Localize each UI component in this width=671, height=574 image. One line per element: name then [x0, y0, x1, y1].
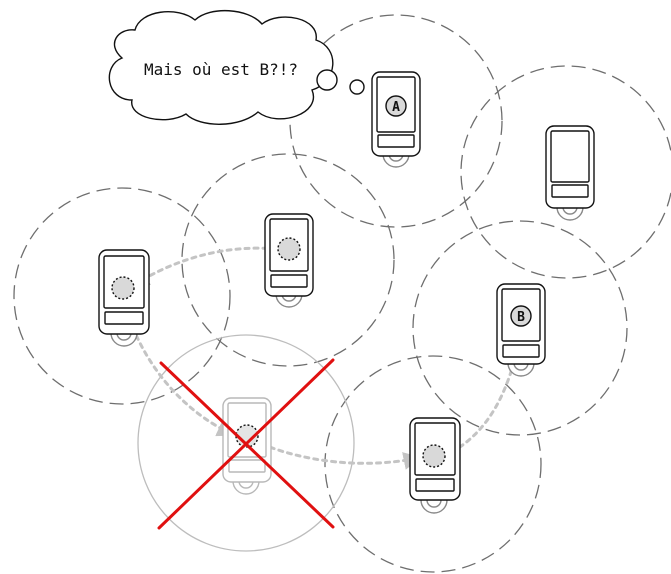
device-left-marker [112, 277, 134, 299]
device-bottom [410, 418, 460, 513]
thought-dot-medium [350, 80, 364, 94]
device-center-marker [278, 238, 300, 260]
device-bottom-marker [423, 445, 445, 467]
thought-text: Mais où est B?!? [144, 60, 298, 79]
device-b-label: B [517, 310, 525, 325]
route-failed-to-bottom [262, 444, 418, 463]
device-b [497, 284, 545, 376]
device-a [372, 72, 420, 167]
route-center-to-left [134, 248, 276, 285]
device-left [99, 250, 149, 346]
failure-cross [159, 360, 333, 528]
device-center [265, 214, 313, 307]
device-top-right [546, 126, 594, 220]
device-a-label: A [392, 100, 400, 115]
thought-dot-large [317, 70, 337, 90]
